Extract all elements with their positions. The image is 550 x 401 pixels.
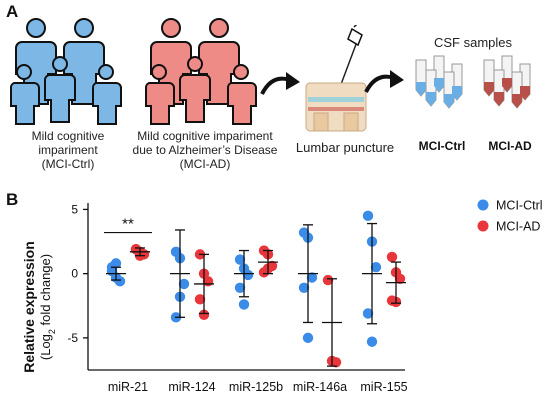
data-point: [114, 276, 126, 287]
panel-a-letter: A: [6, 2, 19, 21]
data-point: [178, 278, 190, 290]
legend-label: MCI-AD: [496, 220, 540, 234]
x-tick-label: miR-124: [168, 380, 215, 394]
data-point: [330, 357, 342, 368]
arrow-right-icon: [364, 70, 404, 93]
data-point: [238, 299, 250, 310]
scatter-chart: Relative expression (Log2 fold change) 5…: [21, 199, 543, 395]
arrow-right-icon: [260, 72, 300, 95]
mci-ctrl-people-icon: [10, 18, 122, 125]
lumbar-puncture-caption: Lumbar puncture: [295, 140, 395, 155]
x-tick-label: miR-155: [360, 380, 407, 394]
lumbar-puncture-icon: [305, 25, 367, 132]
legend-label: MCI-Ctrl: [496, 199, 543, 213]
y-axis-label: Relative expression: [21, 241, 37, 373]
data-point: [302, 332, 314, 344]
data-point: [242, 269, 254, 281]
legend-marker: [477, 199, 489, 211]
legend-marker: [477, 220, 489, 232]
data-point: [386, 251, 398, 263]
sample-label-ctrl: MCI-Ctrl: [418, 139, 466, 153]
data-point: [234, 254, 246, 265]
y-tick-label: 0: [71, 267, 78, 281]
significance-label: **: [122, 216, 134, 233]
mci-ctrl-caption: Mild cognitive impariment (MCI-Ctrl): [31, 129, 105, 171]
x-tick-label: miR-125b: [229, 380, 283, 394]
csf-samples-title: CSF samples: [433, 35, 513, 50]
y-axis-sublabel: (Log2 fold change): [38, 254, 57, 360]
data-point: [370, 262, 382, 273]
data-point: [366, 336, 378, 347]
sample-label-ad: MCI-AD: [488, 139, 532, 153]
mci-ctrl-tubes-icon: [415, 55, 463, 109]
x-tick-label: miR-146a: [293, 380, 347, 394]
data-point: [234, 282, 246, 293]
data-point: [306, 272, 318, 283]
data-point: [198, 309, 210, 320]
mci-ad-caption: Mild cognitive impariment due to Alzheim…: [132, 129, 278, 171]
x-tick-label: miR-21: [108, 380, 148, 394]
data-point: [194, 294, 206, 305]
data-point: [298, 282, 310, 293]
data-point: [362, 210, 374, 222]
y-tick-label: -5: [67, 331, 78, 345]
data-point: [322, 274, 334, 286]
mci-ad-people-icon: [145, 18, 257, 125]
data-point: [394, 273, 406, 284]
data-point: [362, 308, 374, 319]
panel-b-letter: B: [6, 190, 19, 209]
mci-ad-tubes-icon: [483, 55, 531, 109]
y-tick-label: 5: [71, 202, 78, 216]
data-point: [110, 258, 122, 269]
